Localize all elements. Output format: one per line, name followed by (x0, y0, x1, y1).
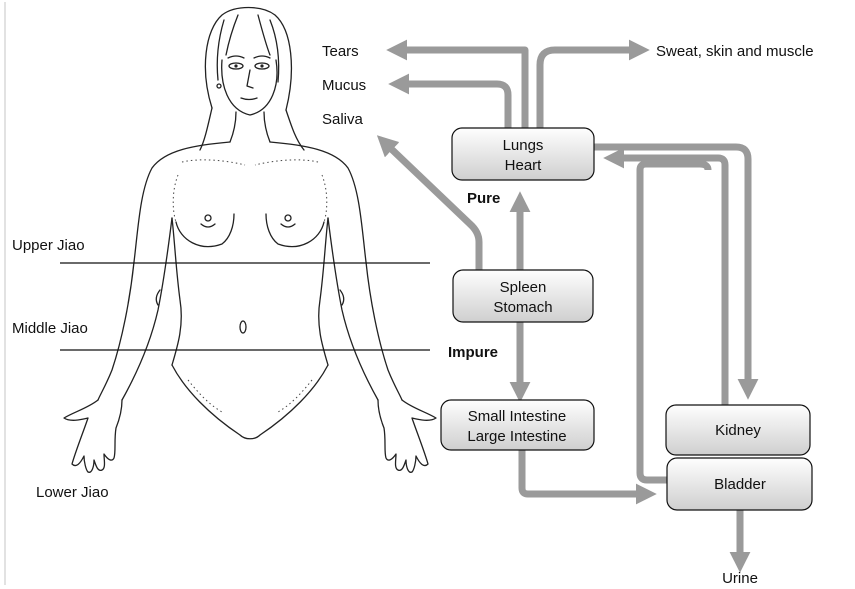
arrow-intestine-bladder (518, 450, 657, 505)
arrow-to-mucus (388, 73, 512, 128)
box-kidney: Kidney (665, 404, 811, 456)
arrow-to-tears (386, 39, 529, 128)
box-stomach-label: Stomach (493, 299, 552, 316)
box-large-intestine-label: Large Intestine (467, 428, 566, 445)
box-bladder-label: Bladder (714, 476, 766, 493)
box-kidney-label: Kidney (715, 422, 761, 439)
lower-jiao-label: Lower Jiao (36, 484, 109, 501)
pure-label: Pure (467, 190, 500, 207)
flow-arrows (376, 39, 759, 573)
mucus-label: Mucus (322, 77, 366, 94)
impure-label: Impure (448, 344, 498, 361)
sweat-label: Sweat, skin and muscle (656, 43, 814, 60)
saliva-label: Saliva (322, 111, 364, 128)
arrow-bladder-return (636, 160, 712, 484)
arrow-to-saliva (376, 135, 483, 270)
box-lungs-label: Lungs (503, 137, 544, 154)
box-bladder: Bladder (666, 457, 813, 511)
box-small-intestine-label: Small Intestine (468, 408, 566, 425)
box-spleen-stomach: Spleen Stomach (452, 269, 594, 323)
arrow-lungs-kidney (594, 143, 759, 400)
box-spleen-label: Spleen (500, 279, 547, 296)
box-lungs-heart: Lungs Heart (451, 127, 595, 181)
box-intestines: Small Intestine Large Intestine (440, 399, 595, 451)
urine-label: Urine (722, 570, 758, 587)
box-heart-label: Heart (505, 157, 543, 174)
tears-label: Tears (322, 43, 359, 60)
arrow-to-sweat (536, 39, 650, 128)
upper-jiao-label: Upper Jiao (12, 237, 85, 254)
human-figure (63, 6, 437, 473)
arrow-kidney-lungs (603, 147, 729, 405)
middle-jiao-label: Middle Jiao (12, 320, 88, 337)
